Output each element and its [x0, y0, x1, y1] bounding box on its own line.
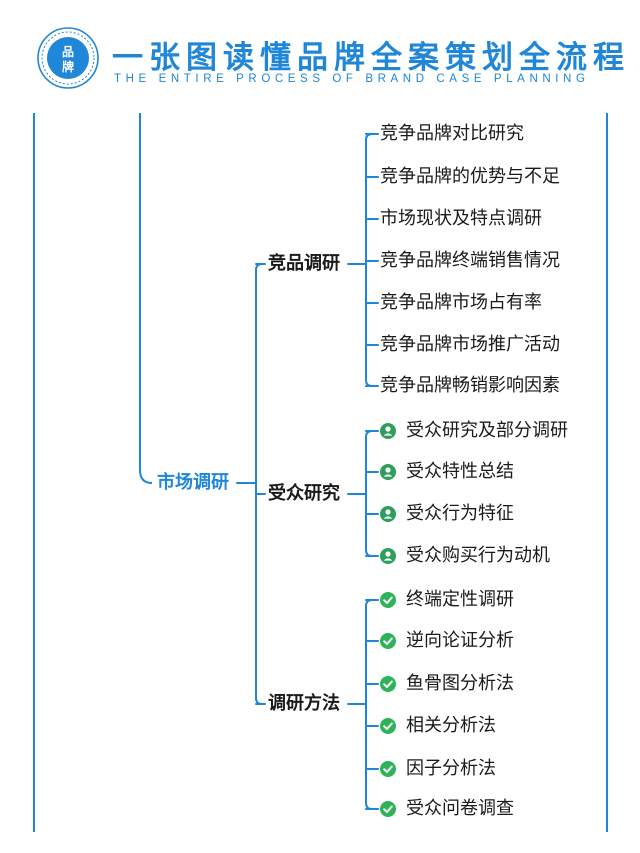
check-icon	[380, 592, 396, 608]
leaf-item: 终端定性调研	[406, 589, 514, 610]
leaf-item: 相关分析法	[406, 715, 496, 736]
bracket-line	[255, 263, 263, 705]
leaf-item: 竞争品牌市场占有率	[380, 292, 542, 313]
check-icon	[380, 718, 396, 734]
page-title: 一张图读懂品牌全案策划全流程	[112, 40, 630, 76]
leaf-item: 竞争品牌对比研究	[380, 123, 524, 144]
leaf-item: 竞争品牌畅销影响因素	[380, 375, 560, 396]
user-icon	[380, 548, 396, 564]
connector-line	[139, 469, 153, 484]
leaf-item: 竞争品牌终端销售情况	[380, 250, 560, 271]
check-icon	[380, 801, 396, 817]
brand-logo-seal: 品 牌	[37, 27, 99, 89]
branch-competitor-research: 竞品调研	[268, 253, 340, 274]
root-node-market-research: 市场调研	[157, 472, 229, 493]
check-icon	[380, 761, 396, 777]
user-icon	[380, 464, 396, 480]
branch-audience-research: 受众研究	[268, 483, 340, 504]
user-icon	[380, 506, 396, 522]
user-icon	[380, 423, 396, 439]
leaf-item: 竞争品牌的优势与不足	[380, 166, 560, 187]
leaf-item: 竞争品牌市场推广活动	[380, 334, 560, 355]
leaf-item: 受众研究及部分调研	[406, 420, 568, 441]
check-icon	[380, 676, 396, 692]
check-icon	[380, 633, 396, 649]
svg-text:品: 品	[62, 45, 74, 59]
leaf-item: 受众特性总结	[406, 461, 514, 482]
branch-research-methods: 调研方法	[268, 693, 340, 714]
leaf-item: 受众问卷调查	[406, 798, 514, 819]
leaf-item: 因子分析法	[406, 758, 496, 779]
bracket-line	[365, 599, 373, 810]
page-subtitle: THE ENTIRE PROCESS OF BRAND CASE PLANNIN…	[114, 73, 590, 85]
svg-text:牌: 牌	[62, 59, 74, 74]
leaf-item: 鱼骨图分析法	[406, 673, 514, 694]
leaf-item: 市场现状及特点调研	[380, 208, 542, 229]
leaf-item: 逆向论证分析	[406, 630, 514, 651]
bracket-line	[365, 430, 373, 557]
leaf-item: 受众购买行为动机	[406, 545, 550, 566]
leaf-item: 受众行为特征	[406, 503, 514, 524]
